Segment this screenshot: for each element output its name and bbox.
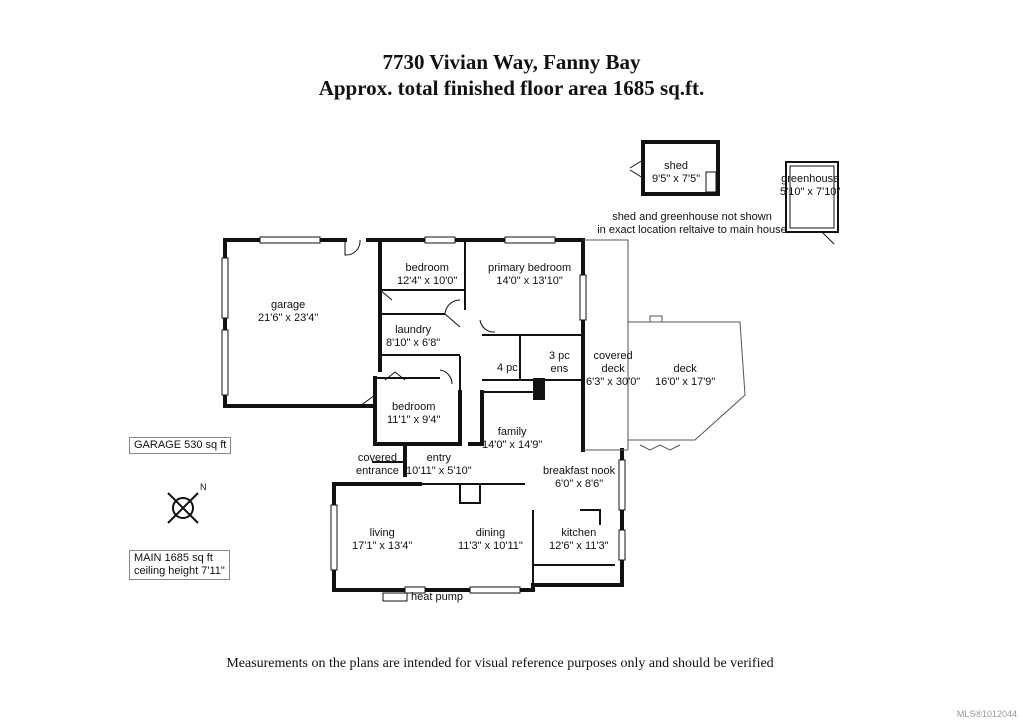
ensuite-tub (533, 378, 545, 400)
mls-number: MLS®1012044 (956, 709, 1017, 719)
disclaimer: Measurements on the plans are intended f… (226, 656, 774, 671)
deck-outline (627, 321, 746, 441)
greenhouse-outline (785, 161, 839, 245)
plan-area-title: Approx. total finished floor area 1685 s… (318, 76, 705, 100)
door-swings (344, 239, 496, 407)
heat-pump-label: heat pump (411, 591, 463, 603)
deck-stairs (639, 444, 681, 451)
garage-area-legend: GARAGE 530 sq ft (129, 437, 232, 454)
house-interior (372, 240, 615, 585)
compass-north-label: N (200, 482, 207, 492)
windows (221, 236, 626, 594)
compass-icon (167, 492, 199, 524)
4pc-bath-label: 4 pc (497, 362, 518, 374)
plan-address-title: 7730 Vivian Way, Fanny Bay (382, 50, 641, 74)
heat-pump-unit (382, 592, 408, 602)
deck-step (649, 315, 663, 323)
shed-outline (629, 140, 720, 196)
covered-deck-outline (583, 239, 629, 451)
